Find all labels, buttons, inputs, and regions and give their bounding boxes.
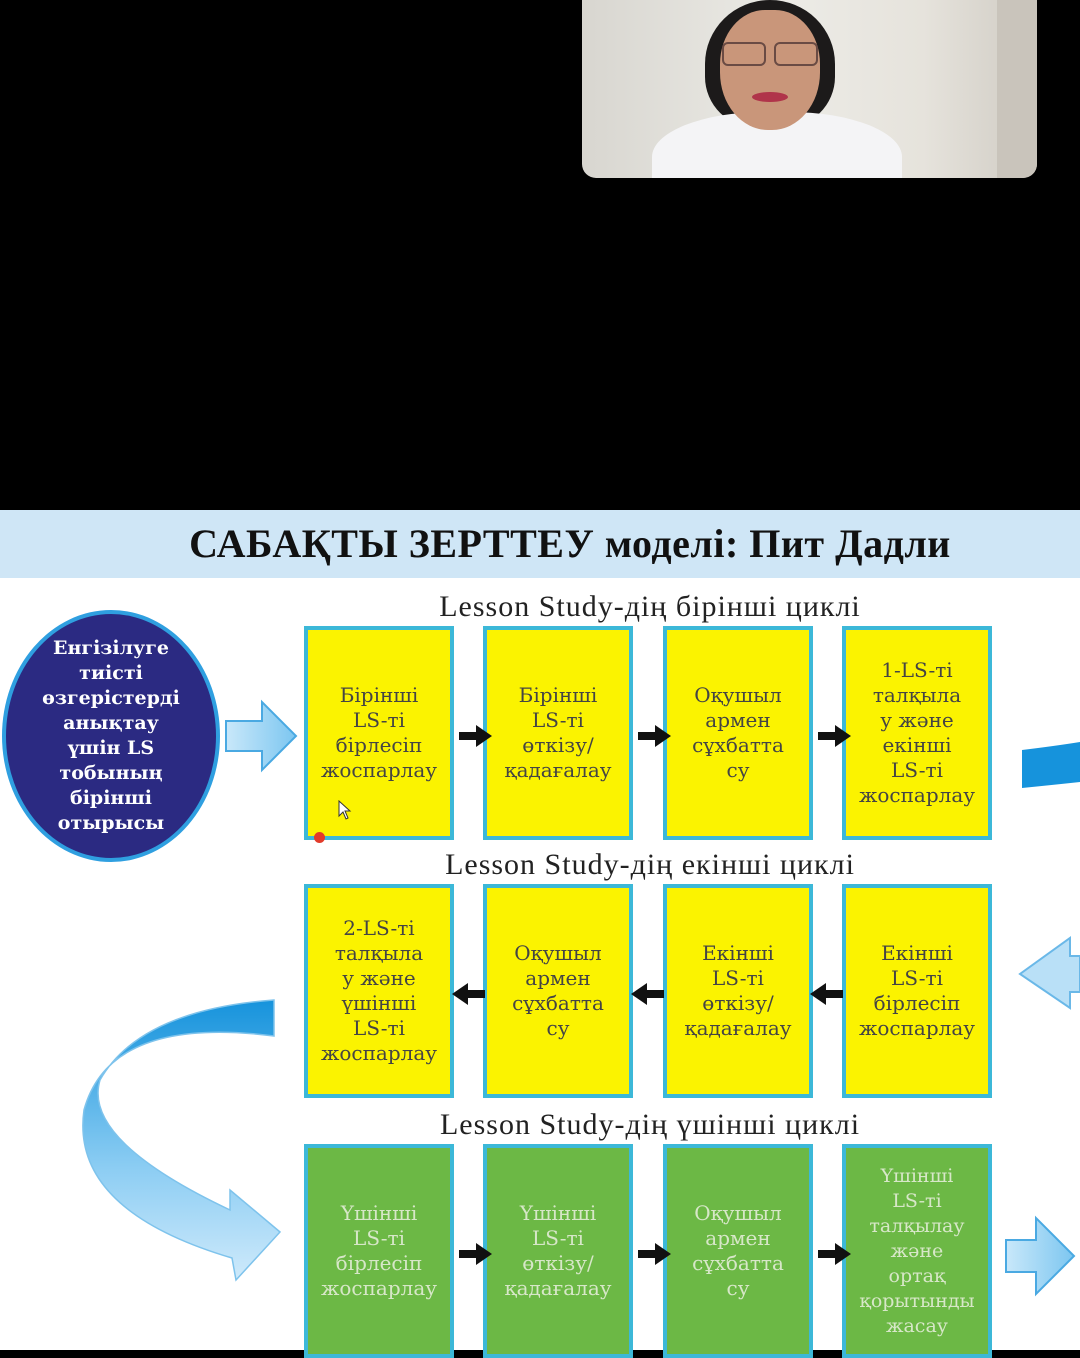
participant-glasses xyxy=(722,42,818,66)
participant-video-tile[interactable] xyxy=(582,0,1037,178)
video-background xyxy=(997,0,1037,178)
arrow-right-icon xyxy=(638,1243,671,1265)
arrow-left-icon xyxy=(452,983,485,1005)
arrow-right-icon xyxy=(459,1243,492,1265)
curved-arrow-icon xyxy=(82,999,282,1282)
arrow-right-icon xyxy=(818,725,851,747)
cycle-1-title: Lesson Study-дің бірінші циклі xyxy=(439,590,861,623)
cycle-1-step-1: Бірінші LS-ті бірлесіп жоспарлау xyxy=(304,626,454,840)
slide-title: САБАҚТЫ ЗЕРТТЕУ моделі: Пит Дадли xyxy=(189,521,951,566)
arrow-right-icon xyxy=(1005,1215,1076,1297)
cycle-2-step-1: 2-LS-ті талқыла у және үшінші LS-ті жосп… xyxy=(304,884,454,1098)
cycle-3-step-1: Үшінші LS-ті бірлесіп жоспарлау xyxy=(304,1144,454,1358)
cycle-2-step-4: Екінші LS-ті бірлесіп жоспарлау xyxy=(842,884,992,1098)
cycle-1-step-3: Оқушыл армен сұхбатта су xyxy=(663,626,813,840)
intro-circle-text: Енгізілуге тиісті өзгерістерді анықтау ү… xyxy=(42,637,180,834)
cursor-icon xyxy=(338,800,352,820)
intro-circle: Енгізілуге тиісті өзгерістерді анықтау ү… xyxy=(2,610,220,862)
arrow-left-icon xyxy=(631,983,664,1005)
arrow-right-icon xyxy=(818,1243,851,1265)
participant-lips xyxy=(752,92,788,102)
arrow-right-icon xyxy=(638,725,671,747)
cycle-1-step-4: 1-LS-ті талқыла у және екінші LS-ті жосп… xyxy=(842,626,992,840)
curved-arrow-icon xyxy=(1022,742,1080,788)
arrow-left-icon xyxy=(1018,936,1080,1010)
arrow-right-icon xyxy=(459,725,492,747)
cycle-2-title: Lesson Study-дің екінші циклі xyxy=(445,848,855,881)
cycle-3-title: Lesson Study-дің үшінші циклі xyxy=(439,1108,861,1141)
arrow-left-icon xyxy=(810,983,843,1005)
participant-face xyxy=(720,10,820,130)
arrow-right-icon xyxy=(225,699,298,773)
slide-title-bar xyxy=(0,510,1080,578)
shared-slide: САБАҚТЫ ЗЕРТТЕУ моделі: Пит Дадли Lesson… xyxy=(0,510,1080,1358)
cycle-1-step-2: Бірінші LS-ті өткізу/ қадағалау xyxy=(483,626,633,840)
cycle-2-step-3: Екінші LS-ті өткізу/ қадағалау xyxy=(663,884,813,1098)
laser-pointer-dot xyxy=(314,832,325,843)
flow-arrows xyxy=(82,699,1080,1297)
cycle-2-step-2: Оқушыл армен сұхбатта су xyxy=(483,884,633,1098)
